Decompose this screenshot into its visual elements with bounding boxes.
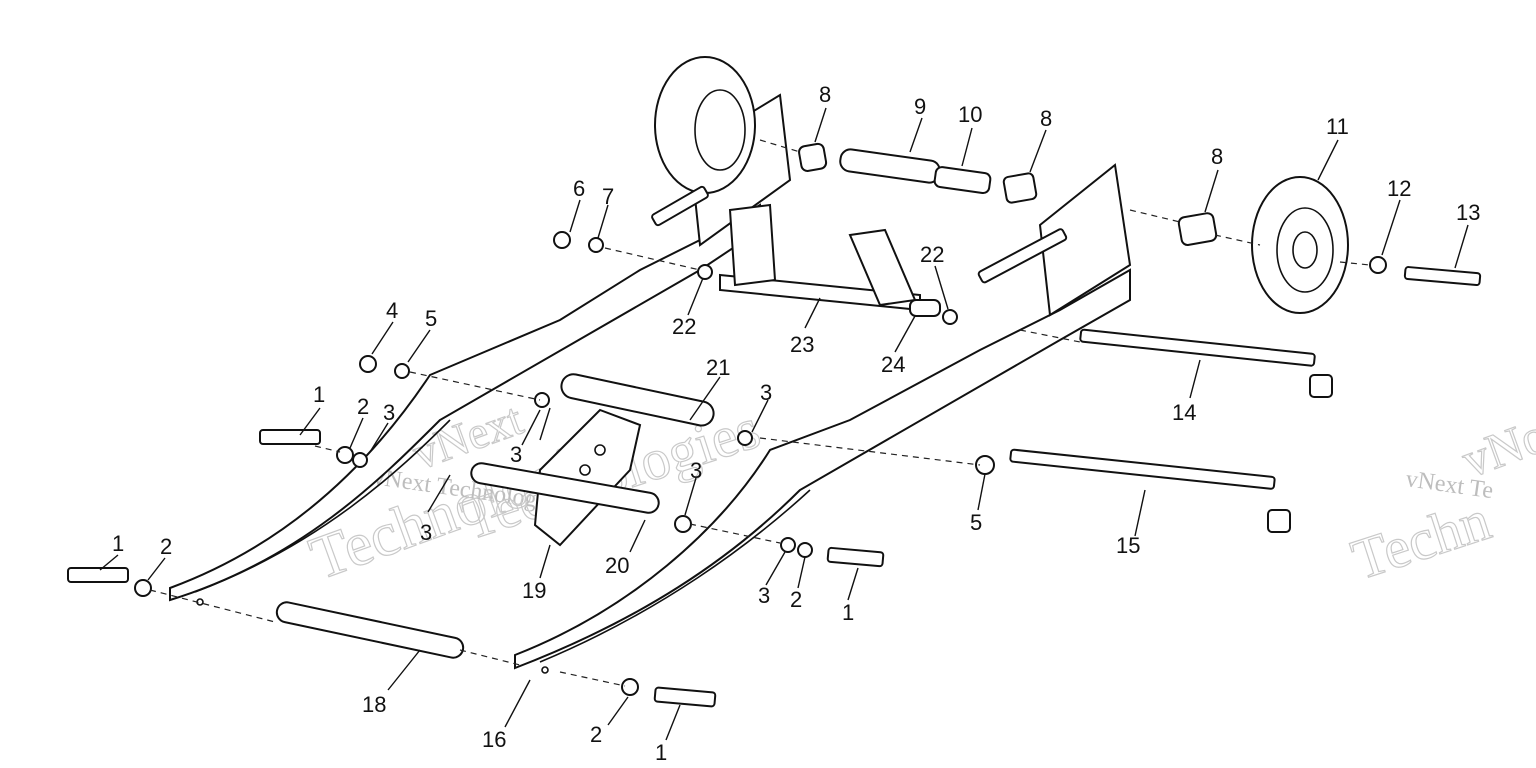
long-bolt-14 xyxy=(1079,328,1333,398)
callout-19: 19 xyxy=(522,578,546,603)
callout-22: 22 xyxy=(920,242,944,267)
callout-2: 2 xyxy=(357,394,369,419)
callout-18: 18 xyxy=(362,692,386,717)
callout-8: 8 xyxy=(1211,144,1223,169)
callout-3: 3 xyxy=(420,520,432,545)
callout-13: 13 xyxy=(1456,200,1480,225)
leader-lines xyxy=(99,107,1469,741)
callout-16: 16 xyxy=(482,727,506,752)
rear-idler-wheel-left xyxy=(654,56,756,194)
watermark-group: vNext Technologies vNext Technologies Te… xyxy=(301,392,1536,593)
callout-5: 5 xyxy=(425,306,437,331)
callout-15: 15 xyxy=(1116,533,1140,558)
callout-24: 24 xyxy=(881,352,905,377)
callout-20: 20 xyxy=(605,553,629,578)
callout-1: 1 xyxy=(112,531,124,556)
rear-idler-wheel-right xyxy=(1251,176,1349,314)
callout-2: 2 xyxy=(590,722,602,747)
callout-3: 3 xyxy=(510,442,522,467)
front-shaft-21 xyxy=(560,373,715,427)
callout-14: 14 xyxy=(1172,400,1196,425)
callout-10: 10 xyxy=(958,102,982,127)
callout-11: 11 xyxy=(1326,114,1349,139)
callout-9: 9 xyxy=(914,94,926,119)
callout-8: 8 xyxy=(1040,106,1052,131)
alignment-lines xyxy=(149,139,1371,687)
lower-shaft-18 xyxy=(275,601,465,659)
callout-8: 8 xyxy=(819,82,831,107)
callout-6: 6 xyxy=(573,176,585,201)
right-rail xyxy=(514,163,1132,674)
callout-3: 3 xyxy=(690,458,702,483)
callout-23: 23 xyxy=(790,332,814,357)
cross-shaft-23 xyxy=(719,203,941,317)
callout-2: 2 xyxy=(160,534,172,559)
callout-1: 1 xyxy=(655,740,667,765)
axle-parts xyxy=(798,142,1482,287)
callout-5: 5 xyxy=(970,510,982,535)
callout-1: 1 xyxy=(842,600,854,625)
callout-4: 4 xyxy=(386,298,398,323)
callout-3: 3 xyxy=(383,400,395,425)
callout-22: 22 xyxy=(672,314,696,339)
bracket-19-and-shaft-20 xyxy=(470,408,660,547)
small-hardware xyxy=(67,185,1068,708)
callout-7: 7 xyxy=(602,184,614,209)
callout-2: 2 xyxy=(790,587,802,612)
callout-21: 21 xyxy=(706,355,730,380)
callout-3: 3 xyxy=(758,583,770,608)
watermark-techn-right: Techn xyxy=(1344,487,1498,592)
long-bolt-15 xyxy=(975,448,1291,533)
callout-12: 12 xyxy=(1387,176,1411,201)
callout-labels: 1 2 3 1 2 4 5 6 7 8 9 10 8 8 11 12 13 22… xyxy=(112,82,1480,765)
callout-3: 3 xyxy=(760,380,772,405)
callout-1: 1 xyxy=(313,382,325,407)
